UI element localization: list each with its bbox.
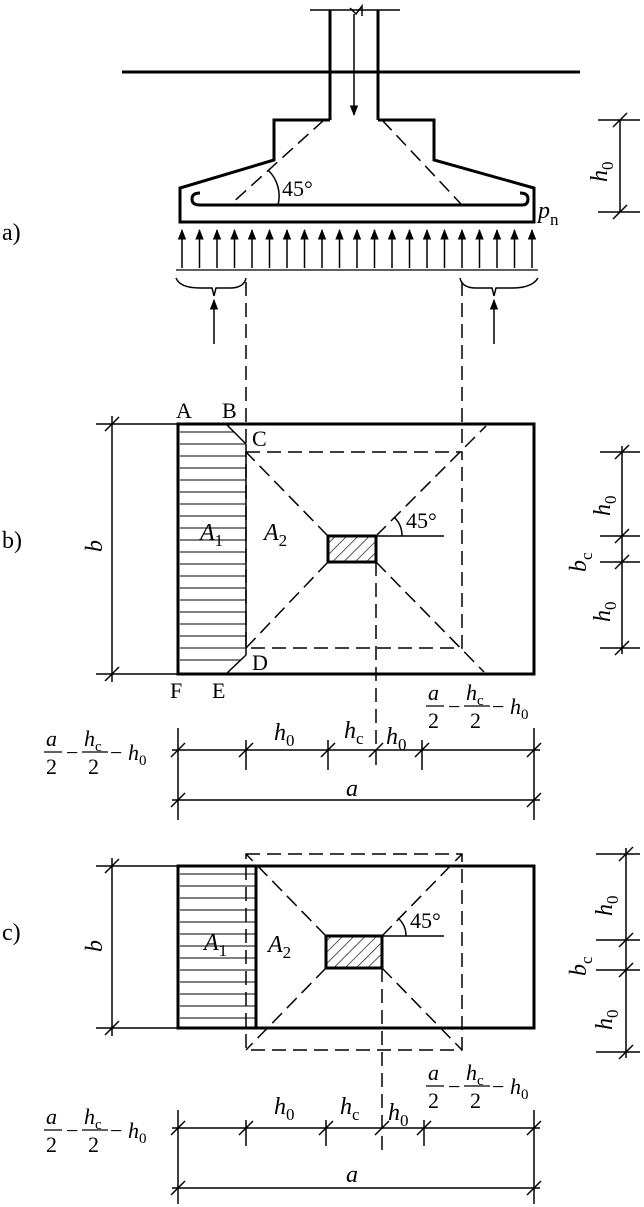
a-dimension-c: h0 hc h0 a (170, 1094, 542, 1204)
svg-text:a: a (346, 776, 358, 802)
angle-label: 45° (282, 176, 313, 201)
area-a2-label: A2 (262, 520, 287, 550)
svg-text:h0: h0 (274, 1094, 295, 1124)
svg-text:b: b (82, 940, 108, 952)
svg-text:h0: h0 (128, 1118, 147, 1147)
punching-line-right (381, 119, 463, 206)
svg-text:−: − (110, 740, 122, 765)
svg-text:−: − (492, 1074, 504, 1099)
panel-b: 45° A B C D F E A1 A2 b (2, 398, 640, 820)
footing-plan-outline (176, 864, 536, 1030)
svg-text:−: − (66, 1118, 78, 1143)
point-e-f: F (170, 678, 182, 703)
point-e: E (212, 678, 225, 703)
angle-arc (267, 169, 280, 206)
panel-a: 45° h0 pn a) (2, 3, 640, 450)
area-a1-hatch (178, 424, 246, 674)
footing-outline (178, 118, 536, 224)
svg-text:h0: h0 (510, 1074, 529, 1103)
footing-plan-outline (176, 422, 536, 676)
pressure-label: pn (536, 198, 559, 229)
soil-pressure-arrows (177, 228, 537, 268)
bottom-reinforcement (190, 191, 530, 207)
point-d: D (252, 650, 268, 675)
svg-text:2: 2 (46, 754, 57, 779)
svg-text:2: 2 (88, 754, 99, 779)
svg-text:−: − (492, 694, 504, 719)
svg-text:h0: h0 (510, 694, 529, 723)
svg-text:hc: hc (344, 718, 364, 748)
point-b: B (222, 398, 237, 423)
svg-text:hc: hc (340, 1094, 360, 1124)
svg-text:h0: h0 (386, 724, 407, 754)
svg-text:h0: h0 (592, 1010, 622, 1031)
svg-text:2: 2 (470, 708, 481, 733)
area-a2-label: A2 (266, 932, 291, 962)
svg-text:h0: h0 (587, 162, 617, 183)
angle-label: 45° (410, 908, 441, 933)
svg-text:bc: bc (566, 552, 596, 572)
svg-text:a: a (428, 680, 439, 705)
left-brace (175, 277, 247, 297)
a-dimension-b: h0 hc h0 a (170, 718, 542, 820)
point-c: C (252, 426, 267, 451)
right-brace (459, 277, 539, 297)
column (310, 3, 400, 120)
area-a1-hatch (180, 873, 256, 1019)
svg-text:bc: bc (566, 956, 596, 976)
svg-text:hc: hc (466, 1060, 484, 1089)
svg-text:2: 2 (470, 1088, 481, 1113)
svg-text:−: − (66, 740, 78, 765)
svg-text:b: b (82, 540, 108, 552)
svg-text:hc: hc (84, 1104, 102, 1133)
column-section (326, 534, 378, 564)
svg-text:2: 2 (428, 708, 439, 733)
svg-text:h0: h0 (592, 896, 622, 917)
fraction-right-c: a 2 − hc 2 − h0 (426, 1060, 529, 1113)
punching-perimeter (245, 853, 463, 1051)
bc-dimension: h0 bc h0 (566, 444, 640, 656)
svg-text:h0: h0 (274, 720, 295, 750)
b-dimension: b (82, 416, 178, 682)
svg-text:a: a (346, 1162, 358, 1188)
area-a1-label: A1 (202, 930, 227, 960)
point-a: A (176, 398, 192, 423)
svg-text:−: − (110, 1118, 122, 1143)
svg-text:a: a (46, 726, 57, 751)
panel-c: 45° A1 A2 b h0 bc h0 (2, 846, 640, 1204)
column-section (324, 934, 384, 970)
fraction-right-b: a 2 − hc 2 − h0 (426, 680, 529, 733)
svg-text:−: − (448, 1074, 460, 1099)
svg-text:h0: h0 (590, 602, 620, 623)
bc-dimension: h0 bc h0 (566, 846, 640, 1060)
svg-text:2: 2 (428, 1088, 439, 1113)
panel-a-tag: a) (2, 220, 21, 246)
svg-text:−: − (448, 694, 460, 719)
svg-text:2: 2 (88, 1132, 99, 1157)
fraction-left-b: a 2 − hc 2 − h0 (44, 726, 147, 779)
svg-text:hc: hc (466, 680, 484, 709)
svg-text:hc: hc (84, 726, 102, 755)
panel-c-tag: c) (2, 920, 21, 946)
fraction-left-c: a 2 − hc 2 − h0 (44, 1104, 147, 1157)
angle-label: 45° (406, 508, 437, 533)
svg-text:h0: h0 (388, 1100, 409, 1130)
svg-text:a: a (46, 1104, 57, 1129)
svg-text:a: a (428, 1060, 439, 1085)
area-a1-label: A1 (198, 520, 223, 550)
b-dimension: b (82, 858, 178, 1036)
punching-line-left (229, 119, 325, 206)
punching-perimeter (245, 451, 463, 649)
svg-text:h0: h0 (590, 496, 620, 517)
panel-b-tag: b) (2, 528, 22, 554)
h0-dimension: h0 (587, 112, 640, 220)
svg-text:h0: h0 (128, 740, 147, 769)
svg-text:2: 2 (46, 1132, 57, 1157)
